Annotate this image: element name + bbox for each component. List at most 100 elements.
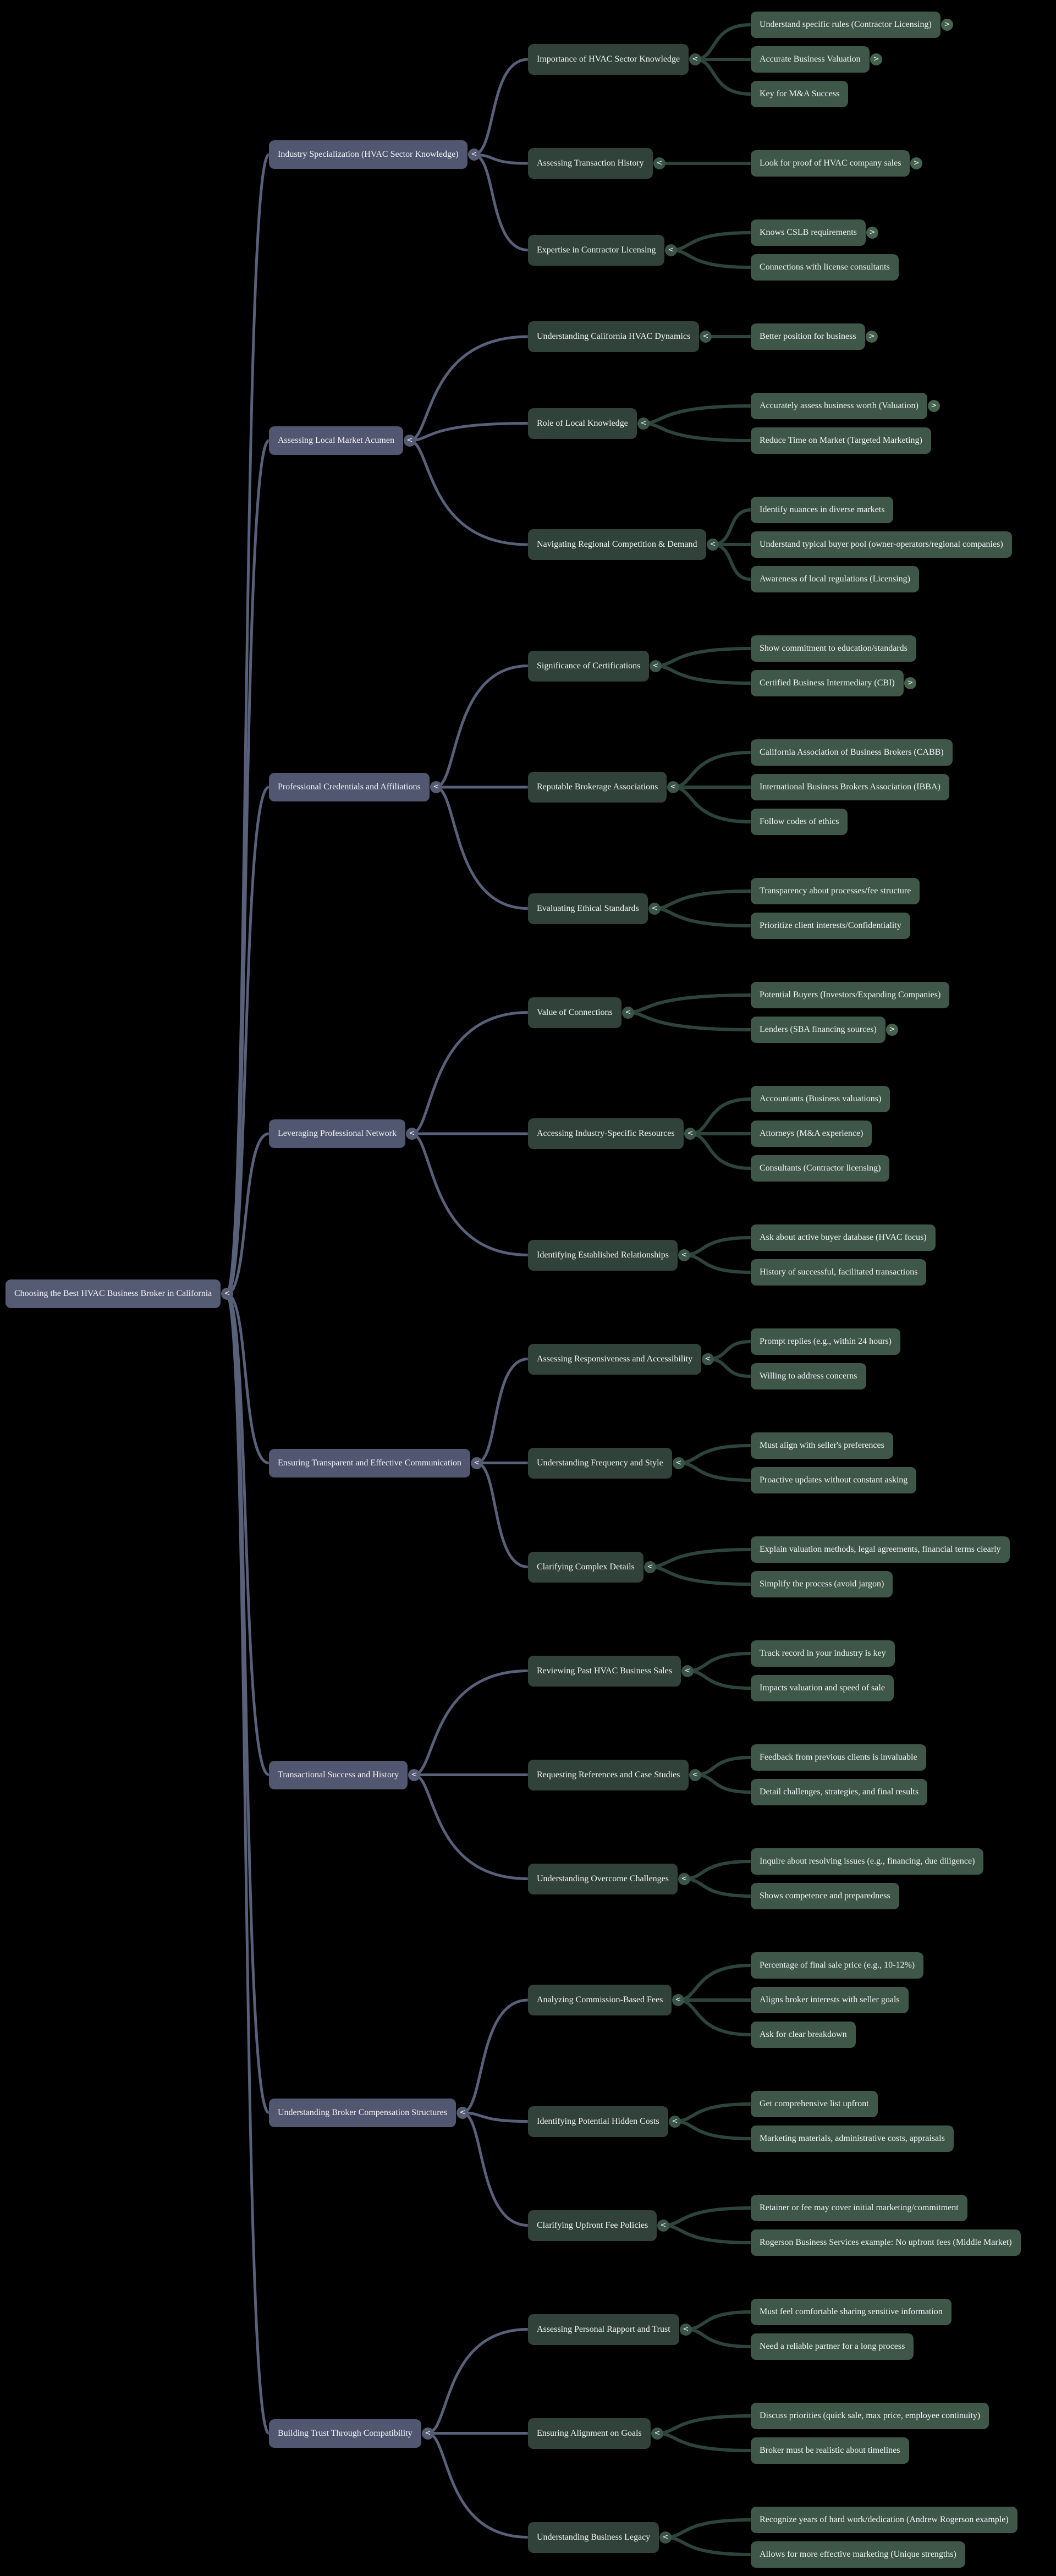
sub-node[interactable]: Understanding Frequency and Style [528, 1447, 672, 1479]
leaf-node[interactable]: Understand typical buyer pool (owner-ope… [751, 531, 1012, 558]
leaf-node[interactable]: Allows for more effective marketing (Uni… [751, 2541, 965, 2568]
sub-node[interactable]: Analyzing Commission-Based Fees [528, 1985, 672, 2015]
leaf-node[interactable]: Key for M&A Success [751, 81, 849, 107]
leaf-node[interactable]: Prioritize client interests/Confidential… [751, 913, 910, 939]
sub-node[interactable]: Understanding Overcome Challenges [528, 1863, 678, 1894]
leaf-node[interactable]: International Business Brokers Associati… [751, 774, 949, 800]
sub-node[interactable]: Ensuring Alignment on Goals [528, 2418, 651, 2449]
collapse-button[interactable]: < [651, 2427, 663, 2440]
leaf-node[interactable]: Certified Business Intermediary (CBI) [751, 670, 904, 696]
sub-node[interactable]: Identifying Established Relationships [528, 1239, 678, 1271]
leaf-node[interactable]: Feedback from previous clients is invalu… [751, 1744, 926, 1771]
sub-node[interactable]: Importance of HVAC Sector Knowledge [528, 44, 689, 75]
branch-node[interactable]: Assessing Local Market Acumen [269, 426, 403, 455]
leaf-node[interactable]: Shows competence and preparedness [751, 1883, 899, 1909]
sub-node[interactable]: Assessing Personal Rapport and Trust [528, 2314, 679, 2345]
leaf-node[interactable]: Lenders (SBA financing sources) [751, 1017, 886, 1043]
collapse-button[interactable]: < [707, 539, 719, 551]
leaf-node[interactable]: Get comprehensive list upfront [751, 2091, 878, 2117]
leaf-node[interactable]: Track record in your industry is key [751, 1640, 895, 1667]
leaf-node[interactable]: Broker must be realistic about timelines [751, 2437, 909, 2464]
leaf-node[interactable]: Look for proof of HVAC company sales [751, 150, 910, 177]
collapse-button[interactable]: < [680, 2323, 692, 2336]
leaf-node[interactable]: Rogerson Business Services example: No u… [751, 2229, 1021, 2256]
branch-node[interactable]: Professional Credentials and Affiliation… [269, 773, 430, 801]
collapse-button[interactable]: < [644, 1561, 656, 1573]
collapse-button[interactable]: < [653, 157, 666, 169]
leaf-node[interactable]: Retainer or fee may cover initial market… [751, 2195, 967, 2221]
leaf-node[interactable]: Attorneys (M&A experience) [751, 1121, 872, 1147]
branch-node[interactable]: Ensuring Transparent and Effective Commu… [269, 1448, 470, 1478]
collapse-button[interactable]: < [422, 2427, 434, 2440]
collapse-button[interactable]: < [678, 1249, 690, 1261]
leaf-node[interactable]: History of successful, facilitated trans… [751, 1259, 927, 1286]
collapse-button[interactable]: < [657, 2219, 669, 2232]
leaf-node[interactable]: Consultants (Contractor licensing) [751, 1155, 890, 1182]
branch-node[interactable]: Industry Specialization (HVAC Sector Kno… [269, 140, 468, 169]
collapse-button[interactable]: < [672, 1994, 684, 2006]
sub-node[interactable]: Expertise in Contractor Licensing [528, 234, 665, 266]
leaf-node[interactable]: Simplify the process (avoid jargon) [751, 1571, 893, 1597]
collapse-button[interactable]: < [659, 2531, 672, 2544]
leaf-node[interactable]: Impacts valuation and speed of sale [751, 1675, 894, 1701]
leaf-node[interactable]: Willing to address concerns [751, 1363, 866, 1389]
collapse-button[interactable]: < [667, 781, 679, 793]
sub-node[interactable]: Understanding California HVAC Dynamics [528, 321, 700, 352]
sub-node[interactable]: Identifying Potential Hidden Costs [528, 2106, 668, 2137]
collapse-button[interactable]: < [430, 781, 442, 793]
collapse-button[interactable]: < [689, 53, 701, 65]
expand-button[interactable]: > [870, 53, 882, 65]
collapse-button[interactable]: < [684, 1128, 696, 1140]
collapse-button[interactable]: < [678, 1872, 690, 1885]
collapse-button[interactable]: < [648, 902, 661, 915]
leaf-node[interactable]: Ask about active buyer database (HVAC fo… [751, 1224, 936, 1251]
leaf-node[interactable]: Potential Buyers (Investors/Expanding Co… [751, 982, 950, 1008]
expand-button[interactable]: > [910, 157, 922, 169]
branch-node[interactable]: Understanding Broker Compensation Struct… [269, 2098, 456, 2127]
leaf-node[interactable]: Follow codes of ethics [751, 809, 848, 835]
collapse-button[interactable]: < [622, 1006, 634, 1019]
collapse-button[interactable]: < [650, 660, 662, 672]
leaf-node[interactable]: Proactive updates without constant askin… [751, 1467, 917, 1493]
sub-node[interactable]: Reputable Brokerage Associations [528, 772, 667, 803]
collapse-button[interactable]: < [681, 1665, 694, 1677]
leaf-node[interactable]: Knows CSLB requirements [751, 219, 866, 246]
leaf-node[interactable]: Accurate Business Valuation [751, 46, 870, 73]
collapse-button[interactable]: < [700, 331, 712, 343]
branch-node[interactable]: Leveraging Professional Network [269, 1119, 405, 1148]
collapse-button[interactable]: < [689, 1768, 701, 1781]
leaf-node[interactable]: Marketing materials, administrative cost… [751, 2125, 954, 2152]
leaf-node[interactable]: Understand specific rules (Contractor Li… [751, 12, 941, 38]
sub-node[interactable]: Accessing Industry-Specific Resources [528, 1118, 684, 1149]
leaf-node[interactable]: Prompt replies (e.g., within 24 hours) [751, 1328, 900, 1355]
sub-node[interactable]: Assessing Transaction History [528, 148, 653, 179]
sub-node[interactable]: Navigating Regional Competition & Demand [528, 529, 706, 560]
leaf-node[interactable]: Identify nuances in diverse markets [751, 497, 894, 523]
sub-node[interactable]: Clarifying Upfront Fee Policies [528, 2210, 657, 2241]
expand-button[interactable]: > [941, 19, 953, 31]
leaf-node[interactable]: Ask for clear breakdown [751, 2022, 856, 2048]
collapse-button[interactable]: < [665, 244, 677, 256]
collapse-button[interactable]: < [457, 2106, 469, 2119]
collapse-button[interactable]: < [404, 435, 416, 447]
leaf-node[interactable]: Accurately assess business worth (Valuat… [751, 393, 927, 419]
collapse-button[interactable]: < [702, 1353, 714, 1365]
sub-node[interactable]: Requesting References and Case Studies [528, 1759, 689, 1790]
leaf-node[interactable]: Reduce Time on Market (Targeted Marketin… [751, 427, 931, 454]
leaf-node[interactable]: California Association of Business Broke… [751, 739, 953, 766]
collapse-button[interactable]: < [669, 2115, 681, 2128]
sub-node[interactable]: Reviewing Past HVAC Business Sales [528, 1655, 681, 1687]
leaf-node[interactable]: Must align with seller's preferences [751, 1432, 893, 1459]
expand-button[interactable]: > [928, 400, 940, 412]
sub-node[interactable]: Understanding Business Legacy [528, 2522, 659, 2553]
sub-node[interactable]: Evaluating Ethical Standards [528, 893, 648, 924]
sub-node[interactable]: Assessing Responsiveness and Accessibili… [528, 1343, 702, 1375]
leaf-node[interactable]: Explain valuation methods, legal agreeme… [751, 1536, 1010, 1563]
sub-node[interactable]: Role of Local Knowledge [528, 408, 637, 439]
root-node[interactable]: Choosing the Best HVAC Business Broker i… [6, 1279, 221, 1309]
collapse-button[interactable]: < [471, 1457, 483, 1469]
expand-button[interactable]: > [866, 331, 878, 343]
sub-node[interactable]: Value of Connections [528, 997, 622, 1028]
expand-button[interactable]: > [904, 677, 916, 689]
